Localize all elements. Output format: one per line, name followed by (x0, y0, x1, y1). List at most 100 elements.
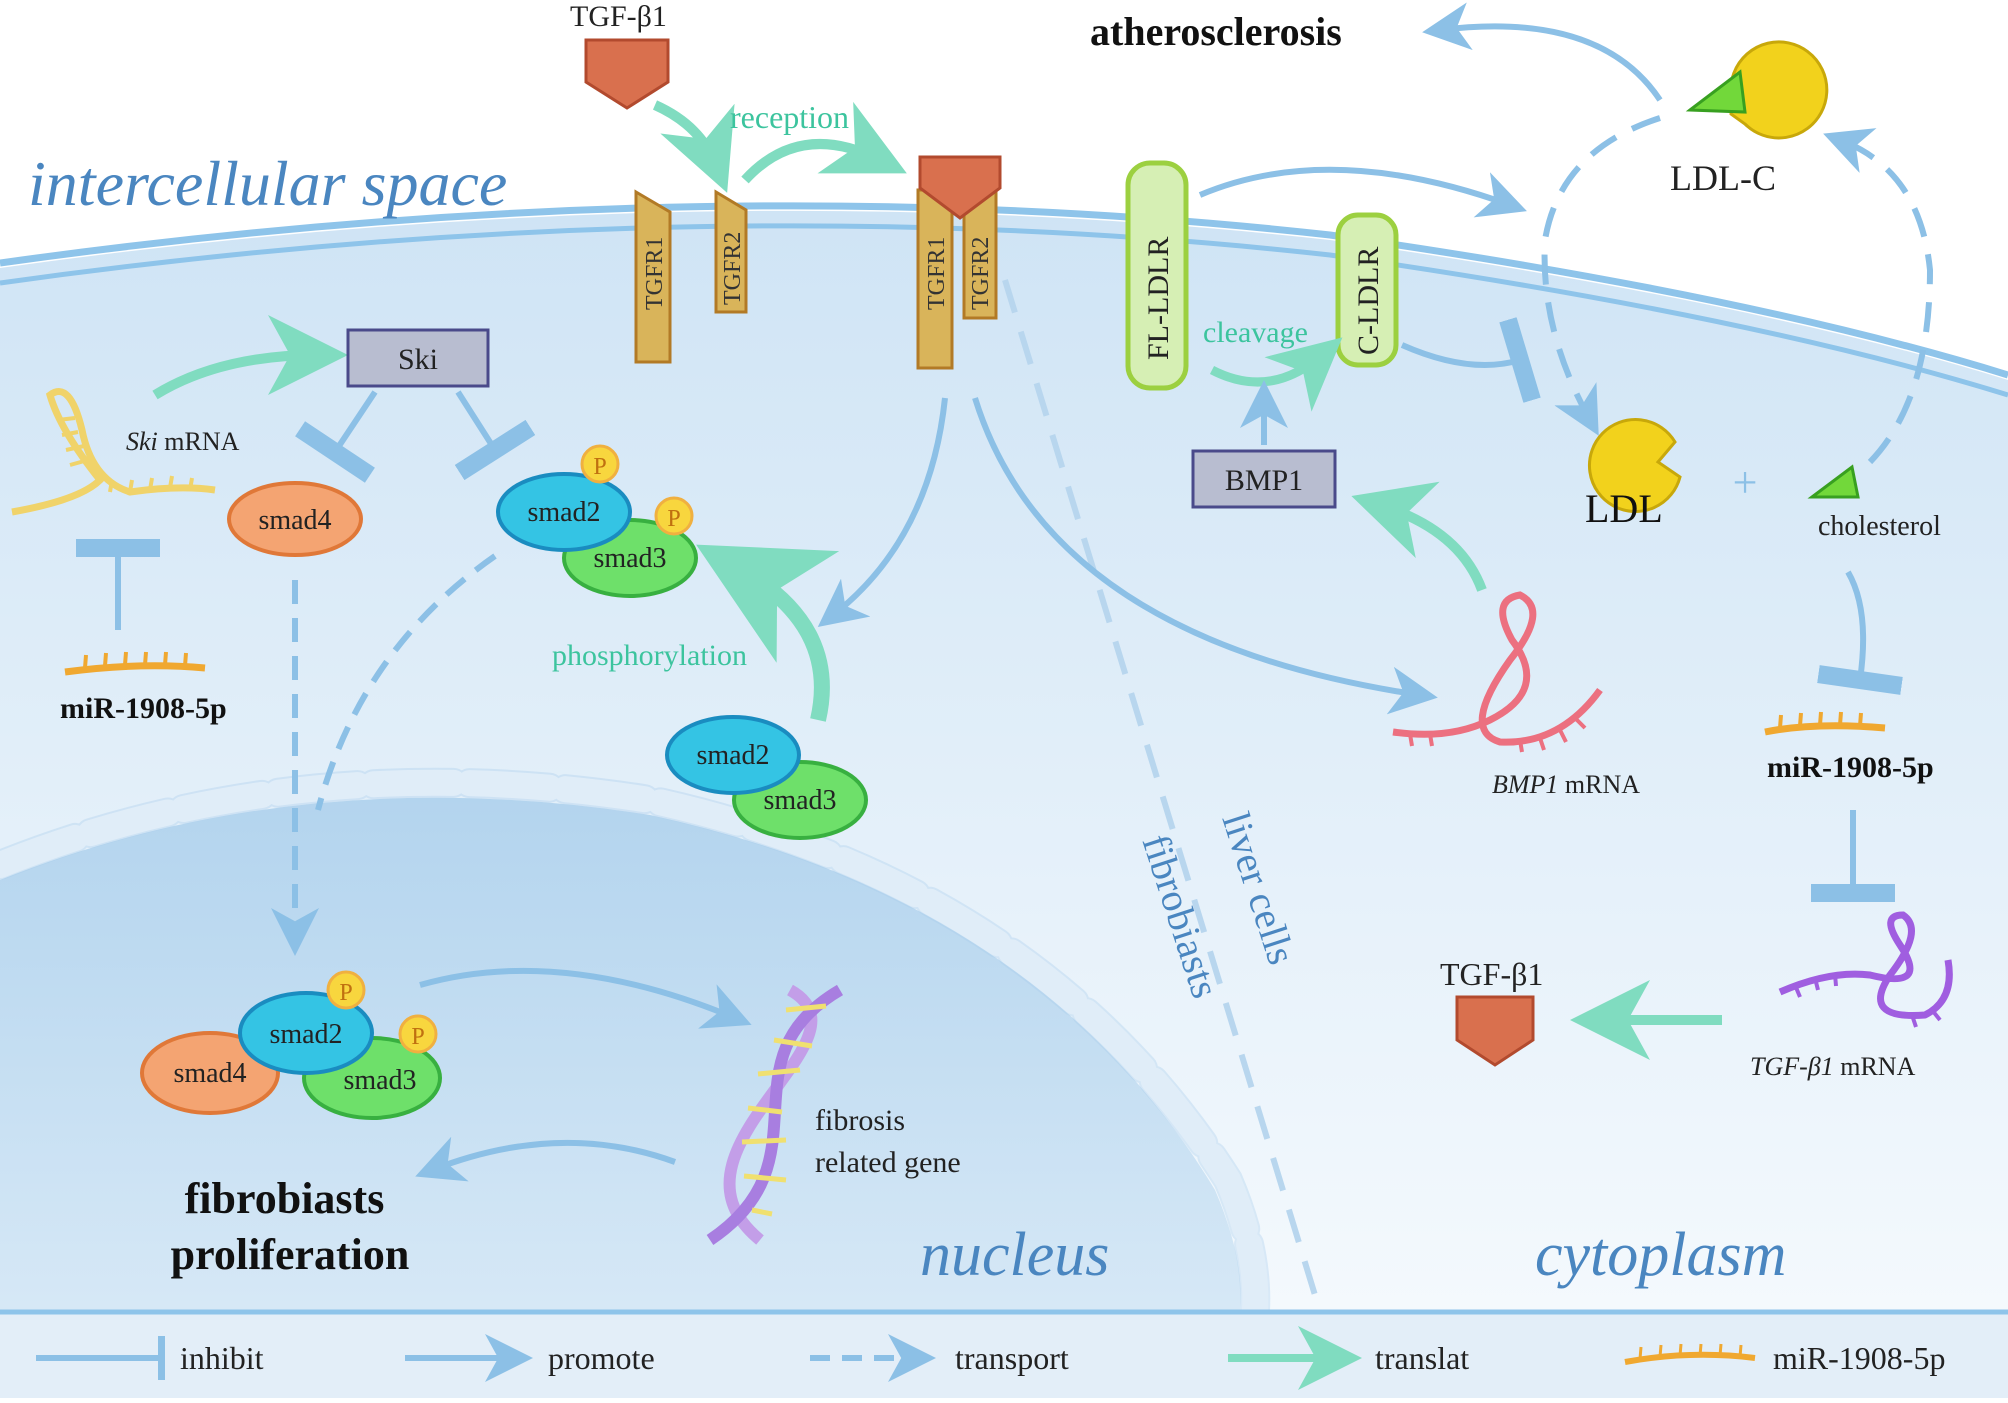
bmp1-protein-box (1191, 449, 1337, 509)
nuclear-smad4-protein (140, 1031, 280, 1115)
p-smad2-protein (496, 472, 632, 552)
proliferation-label: fibrobiasts proliferation (171, 1174, 410, 1279)
receptor-to-smad-arrow (817, 397, 948, 628)
phosphate-label: P (667, 506, 680, 532)
bmp1-mrna (1392, 591, 1603, 753)
cell-membrane-inner (0, 223, 2008, 398)
dna-helix-icon (706, 984, 844, 1245)
phosphate-label: P (593, 454, 606, 480)
mir-right-strand (1764, 711, 1886, 736)
cell-membrane-outer (0, 202, 2008, 379)
c-ldlr-label: C-LDLR (1352, 247, 1385, 355)
legend-mir-label: miR-1908-5p (1773, 1340, 1945, 1376)
ldlc-to-atherosclerosis-arrow (1422, 2, 1663, 102)
ski-label: Ski (398, 343, 438, 376)
ski-inhibits-smad4 (295, 390, 378, 483)
tgfb1-right-label: TGF-β1 (1440, 956, 1543, 992)
phosphate-label: P (339, 980, 352, 1006)
phosphate-icon (326, 970, 366, 1010)
fl-ldlr-uptake-arrow (1198, 166, 1527, 218)
legend-inhibit-label: inhibit (180, 1340, 264, 1376)
tgfb1-mrna-label: TGF-β1 mRNA (1750, 1052, 1916, 1081)
cholesterol-icon (1807, 464, 1860, 499)
smad2-label: smad2 (696, 740, 769, 771)
tgfr1-label: TGFR1 (642, 237, 668, 310)
nuclear-smad2-label: smad2 (269, 1019, 342, 1050)
p-smad23-transport-arrow (315, 553, 497, 811)
tgfr1-receptor (634, 189, 672, 364)
reception-arrow-out (741, 101, 907, 184)
complex-to-gene-arrow (419, 967, 752, 1029)
nuclear-smad2-protein (238, 991, 374, 1075)
p-smad3-label: smad3 (593, 543, 666, 574)
phosphate-icon (398, 1014, 438, 1054)
ski-protein-box (346, 328, 490, 388)
receptor-to-bmp1-arrow (972, 397, 1438, 715)
phosphorylation-label: phosphorylation (552, 639, 747, 672)
ldlc-to-ldl-transport (1541, 115, 1661, 436)
cholesterol-label: cholesterol (1818, 511, 1941, 542)
smad4-protein (227, 481, 363, 557)
nuclear-smad3-label: smad3 (343, 1065, 416, 1096)
bound-tgfb1-ligand (918, 155, 1002, 220)
legend-mir: miR-1908-5p (1624, 1340, 1945, 1376)
bmp1-mrna-label: BMP1 mRNA (1492, 770, 1640, 799)
tgfr2-receptor (714, 189, 748, 314)
legend-transport-label: transport (955, 1340, 1069, 1376)
ski-inhibits-smad23 (454, 390, 536, 481)
bound-tgfr2-label: TGFR2 (968, 237, 994, 310)
tgfr2-label: TGFR2 (720, 232, 746, 305)
reception-arrow-in (652, 100, 735, 193)
bmp1-label: BMP1 (1225, 464, 1303, 497)
tgfb1-top-label: TGF-β1 (570, 0, 667, 33)
cleavage-label: cleavage (1203, 316, 1308, 349)
inhibit-bar-icon (158, 1336, 165, 1380)
p-smad2-label: smad2 (527, 497, 600, 528)
nuclear-envelope (0, 769, 1269, 1323)
ldl-particle-icon (1587, 418, 1682, 513)
legend-translate-label: translat (1375, 1340, 1469, 1376)
tgfb1-mrna (1778, 911, 1953, 1028)
atherosclerosis-label: atherosclerosis (1090, 9, 1342, 54)
bound-tgfr1-receptor (916, 188, 954, 370)
cytoplasm-label: cytoplasm (1535, 1221, 1786, 1289)
tgfb1-right-ligand (1455, 995, 1535, 1067)
smad3-label: smad3 (763, 785, 836, 816)
ldl-c-label: LDL-C (1670, 158, 1776, 198)
bound-tgfr1-label: TGFR1 (924, 237, 950, 310)
c-ldlr-receptor (1335, 212, 1399, 368)
ldl-c-particle-icon (1729, 40, 1829, 140)
tgfb1-ligand (584, 38, 670, 110)
ski-translation-arrow (152, 315, 348, 400)
c-ldlr-inhibit-arrow (1400, 317, 1541, 403)
gene-to-proliferation-arrow (415, 1136, 677, 1182)
legend-transport: transport (810, 1334, 1069, 1382)
cell-type-divider (1002, 279, 1321, 1306)
phosphate-icon (580, 444, 620, 484)
intercellular-space-label: intercellular space (28, 148, 507, 219)
mir-right-label: miR-1908-5p (1767, 751, 1934, 784)
legend-translate: translat (1228, 1326, 1469, 1390)
nuclear-smad4-label: smad4 (173, 1058, 246, 1089)
mir-left-strand (64, 651, 206, 676)
mir-left-label: miR-1908-5p (60, 692, 227, 725)
ldl-c-cholesterol-icon (1685, 69, 1747, 114)
cholesterol-inhibits-mir (1817, 570, 1903, 695)
nucleus-label: nucleus (920, 1221, 1109, 1289)
fibrosis-gene-label: fibrosis related gene (815, 1104, 961, 1179)
phosphate-label: P (411, 1024, 424, 1050)
ski-mrna (11, 388, 216, 516)
fl-ldlr-label: FL-LDLR (1142, 237, 1175, 360)
bmp1-translation-arrow (1351, 481, 1487, 592)
smad2-protein (665, 715, 801, 795)
fl-ldlr-receptor (1125, 160, 1189, 391)
ski-mrna-label: Ski mRNA (126, 427, 240, 456)
reception-label: reception (730, 99, 849, 135)
phosphate-icon (654, 496, 694, 536)
plus-sign: + (1733, 458, 1758, 507)
ldl-label: LDL (1585, 486, 1663, 531)
phosphorylation-arrow (696, 544, 840, 722)
ldl-to-ldlc-transport (1823, 128, 1934, 465)
